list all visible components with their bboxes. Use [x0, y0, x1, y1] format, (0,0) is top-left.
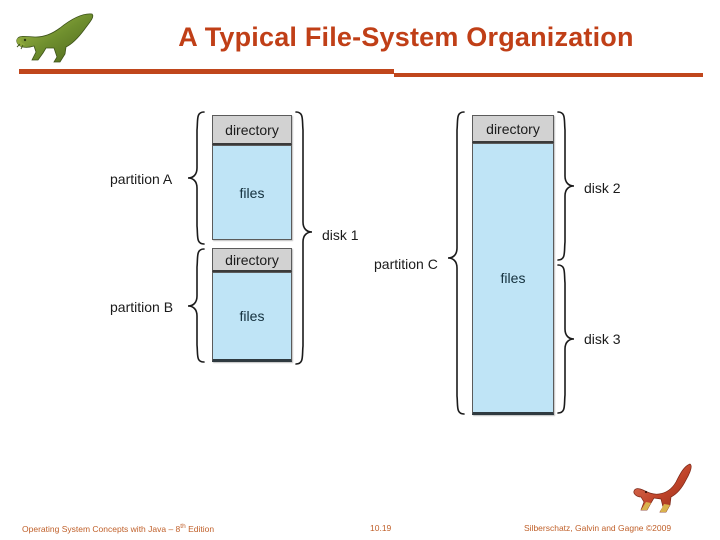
left-disk-directory-2: directory [212, 248, 292, 272]
left-disk-files-1: files [212, 145, 292, 240]
label-partition-c: partition C [374, 256, 438, 272]
left-disk-disk-brace [295, 111, 313, 365]
left-disk-files-2: files [212, 272, 292, 362]
right-disk-partition-brace [447, 111, 465, 415]
title-divider-left [19, 69, 394, 74]
slide-number: 10.19 [370, 523, 392, 533]
label-partition-a: partition A [110, 171, 173, 187]
dinosaur-icon [12, 8, 98, 66]
left-disk-partition-braces [187, 111, 205, 363]
right-disk-disk-braces [557, 111, 575, 414]
footer-copyright: Silberschatz, Galvin and Gagne ©2009 [524, 523, 672, 533]
footer-edition-suffix: Edition [185, 523, 215, 534]
footer-edition-prefix: Operating System Concepts with Java – 8 [22, 523, 181, 534]
right-disk-files: files [472, 143, 554, 415]
label-disk-2: disk 2 [584, 180, 621, 196]
left-disk-directory-1: directory [212, 115, 292, 145]
label-disk-3: disk 3 [584, 331, 621, 347]
footer-edition: Operating System Concepts with Java – 8t… [22, 523, 214, 534]
label-disk-1: disk 1 [322, 227, 359, 243]
right-disk-directory: directory [472, 115, 554, 143]
footer-edition-ordinal: th [180, 523, 186, 530]
page-title: A Typical File-System Organization [178, 22, 634, 52]
title-divider-right [394, 73, 703, 77]
dinosaur-icon [630, 462, 694, 514]
label-partition-b: partition B [110, 299, 174, 315]
